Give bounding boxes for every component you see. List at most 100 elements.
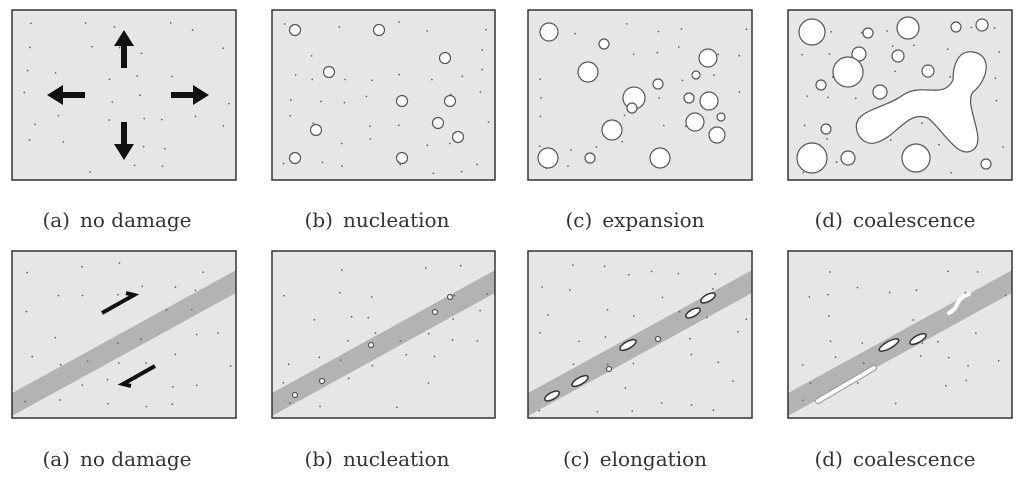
void bbox=[372, 23, 386, 37]
elongated-void bbox=[544, 390, 560, 402]
panel-border bbox=[11, 9, 237, 181]
elongated-void bbox=[700, 292, 716, 304]
panel-border bbox=[271, 9, 496, 181]
matrix-particle bbox=[937, 143, 940, 146]
matrix-particle bbox=[539, 331, 541, 334]
matrix-particle bbox=[912, 44, 915, 47]
matrix-particle bbox=[714, 273, 717, 275]
coalesced-void bbox=[947, 292, 971, 315]
panel-content bbox=[12, 262, 236, 416]
matrix-particle bbox=[451, 339, 454, 341]
label-top-d: (d)coalescence bbox=[780, 208, 1020, 232]
void bbox=[431, 116, 445, 130]
matrix-particle bbox=[424, 266, 427, 269]
matrix-particle bbox=[632, 362, 635, 365]
panel-tag: (c) bbox=[565, 208, 593, 232]
void bbox=[891, 49, 905, 63]
matrix-particle bbox=[228, 102, 230, 105]
matrix-particle bbox=[567, 165, 569, 168]
arrow-icon bbox=[47, 85, 85, 105]
void bbox=[815, 79, 827, 91]
void bbox=[950, 21, 962, 33]
matrix-particle bbox=[595, 145, 598, 148]
void bbox=[708, 126, 726, 144]
matrix-particle bbox=[171, 403, 174, 406]
matrix-particle bbox=[976, 271, 979, 273]
matrix-particle bbox=[171, 385, 174, 388]
matrix-particle bbox=[217, 332, 219, 334]
matrix-particle bbox=[736, 330, 739, 333]
panel-content bbox=[282, 21, 490, 175]
void bbox=[654, 335, 662, 343]
void bbox=[431, 308, 439, 316]
label-bottom-c: (c)elongation bbox=[520, 447, 760, 471]
matrix-particle bbox=[289, 114, 292, 117]
matrix-particle bbox=[886, 29, 889, 32]
coalesced-void bbox=[816, 366, 876, 403]
matrix-particle bbox=[476, 339, 479, 342]
matrix-particle bbox=[889, 139, 892, 141]
matrix-particle bbox=[809, 382, 812, 385]
matrix-particle bbox=[860, 31, 863, 34]
matrix-particle bbox=[171, 75, 174, 78]
void bbox=[584, 152, 596, 164]
matrix-particle bbox=[894, 402, 897, 405]
panel-content bbox=[788, 270, 1012, 416]
matrix-particle bbox=[190, 308, 193, 311]
matrix-particle bbox=[341, 165, 343, 168]
matrix-particle bbox=[118, 262, 121, 264]
matrix-particle bbox=[678, 310, 681, 313]
void bbox=[798, 18, 826, 46]
matrix-particle bbox=[117, 342, 119, 344]
matrix-particle bbox=[660, 402, 663, 404]
void bbox=[699, 91, 719, 111]
matrix-particle bbox=[289, 401, 291, 404]
coalesced-void bbox=[855, 51, 987, 153]
matrix-particle bbox=[717, 361, 720, 364]
matrix-particle bbox=[891, 45, 894, 48]
matrix-particle bbox=[650, 270, 653, 273]
matrix-particle bbox=[54, 71, 57, 74]
matrix-particle bbox=[921, 342, 924, 345]
matrix-particle bbox=[479, 309, 481, 312]
matrix-particle bbox=[738, 54, 741, 57]
matrix-particle bbox=[106, 402, 109, 405]
matrix-particle bbox=[921, 122, 923, 125]
matrix-particle bbox=[568, 289, 571, 291]
matrix-particle bbox=[994, 77, 997, 80]
matrix-particle bbox=[596, 410, 599, 413]
void bbox=[698, 48, 718, 68]
matrix-particle bbox=[827, 314, 830, 317]
matrix-particle bbox=[141, 285, 144, 288]
matrix-particle bbox=[661, 296, 664, 299]
matrix-particle bbox=[540, 96, 543, 99]
void bbox=[649, 147, 671, 169]
matrix-particle bbox=[365, 95, 368, 98]
matrix-particle bbox=[294, 74, 297, 76]
matrix-particle bbox=[427, 382, 430, 384]
arrow-icon bbox=[114, 122, 134, 160]
elongated-void bbox=[571, 374, 589, 388]
matrix-particle bbox=[830, 30, 832, 33]
void bbox=[605, 365, 613, 373]
matrix-particle bbox=[965, 379, 968, 382]
matrix-particle bbox=[856, 382, 859, 384]
panel-content bbox=[23, 22, 230, 174]
matrix-particle bbox=[712, 74, 715, 77]
matrix-particle bbox=[283, 294, 286, 297]
matrix-particle bbox=[318, 356, 321, 359]
matrix-particle bbox=[970, 26, 973, 29]
matrix-particle bbox=[627, 273, 630, 276]
void bbox=[862, 27, 874, 39]
void bbox=[652, 78, 664, 90]
void bbox=[322, 65, 336, 79]
matrix-particle bbox=[57, 114, 60, 117]
matrix-particle bbox=[711, 287, 714, 290]
matrix-particle bbox=[712, 409, 715, 412]
matrix-particle bbox=[229, 365, 232, 368]
matrix-particle bbox=[26, 69, 29, 72]
matrix-particle bbox=[912, 319, 915, 321]
matrix-particle bbox=[606, 308, 609, 311]
panel-content bbox=[528, 264, 752, 416]
